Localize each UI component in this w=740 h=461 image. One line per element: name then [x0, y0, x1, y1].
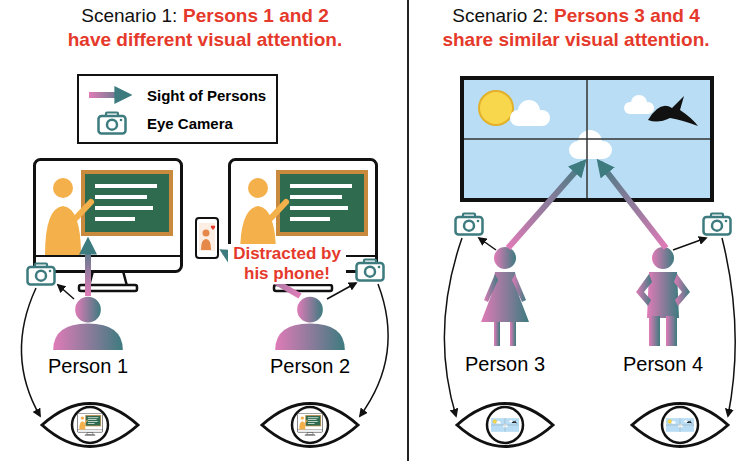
person-label: Person 4	[621, 352, 705, 376]
eye-icon	[297, 413, 322, 435]
person-figure	[494, 247, 516, 269]
eye-icon	[262, 404, 358, 447]
person-figure	[666, 316, 677, 346]
eye-icon	[72, 407, 108, 443]
person-node: Person 4	[621, 352, 705, 376]
phone-icon	[211, 226, 215, 230]
person-figure	[512, 274, 526, 302]
phone-icon	[201, 239, 211, 250]
person-figure	[484, 274, 498, 302]
capture-line	[58, 285, 74, 299]
eye-icon	[632, 404, 728, 447]
legend-label: Eye Camera	[147, 115, 233, 132]
phone-icon	[199, 223, 215, 251]
capture-line	[722, 238, 735, 416]
eye-icon	[292, 407, 328, 443]
eye-camera	[357, 260, 384, 281]
eye-icon	[262, 404, 358, 447]
scenario-label: Scenario 1:	[81, 5, 177, 26]
scenario-title: Scenario 1:Persons 1 and 2 have differen…	[20, 4, 390, 52]
person-figure	[652, 247, 674, 269]
person-figure	[53, 297, 123, 350]
phone-icon	[196, 218, 218, 258]
person-figure	[481, 247, 529, 346]
person-label: Person 2	[268, 354, 352, 378]
video-wall	[462, 78, 712, 200]
eye-icon	[457, 404, 553, 447]
person-figure	[647, 272, 679, 318]
sight-arrow	[508, 163, 583, 248]
video-wall	[462, 78, 712, 200]
person-figure	[494, 322, 500, 346]
monitor	[35, 160, 182, 292]
sight-arrow-swatch	[89, 92, 127, 98]
phone-icon	[203, 230, 210, 237]
person-figure	[636, 274, 652, 306]
person-figure	[674, 274, 690, 306]
camera-swatch	[99, 113, 126, 134]
capture-line	[444, 238, 462, 416]
legend-label: Sight of Persons	[147, 87, 266, 104]
sight-arrow-swatch	[87, 83, 137, 107]
eye-icon	[487, 407, 523, 443]
person-figure	[481, 272, 529, 322]
person-figure	[275, 297, 345, 350]
callout-note: Distracted by his phone!	[228, 244, 346, 284]
video-wall	[462, 78, 712, 200]
capture-line	[360, 284, 388, 416]
person-label: Person 1	[46, 354, 130, 378]
capture-line	[673, 238, 706, 250]
capture-line	[327, 283, 356, 299]
divider-line	[407, 0, 409, 461]
eye-icon	[662, 407, 698, 443]
phone-icon	[196, 218, 218, 258]
person-node: Person 2	[268, 354, 352, 378]
capture-line	[479, 238, 496, 250]
person-figure	[636, 247, 690, 346]
scenario-label: Scenario 2:	[452, 5, 548, 26]
legend-box: Sight of PersonsEye Camera	[77, 74, 278, 144]
eye-icon	[632, 404, 728, 447]
person-figure	[649, 316, 660, 346]
person-figure	[53, 297, 123, 350]
person-node: Person 1	[46, 354, 130, 378]
capture-line	[21, 288, 40, 416]
person-figure	[275, 297, 345, 350]
camera-swatch	[87, 111, 137, 135]
person-label: Person 3	[463, 352, 547, 376]
person-node: Person 3	[463, 352, 547, 376]
eye-camera	[456, 214, 483, 235]
legend-row: Sight of Persons	[87, 81, 266, 109]
person-figure	[510, 322, 516, 346]
scenario-title: Scenario 2:Persons 3 and 4 share similar…	[418, 4, 734, 52]
eye-icon	[42, 404, 138, 447]
sight-arrow	[600, 163, 666, 248]
monitor	[35, 160, 182, 292]
legend-row: Eye Camera	[87, 109, 266, 137]
capture-line	[21, 238, 735, 416]
eye-icon	[42, 404, 138, 447]
eye-icon	[491, 418, 519, 432]
eye-icon	[457, 404, 553, 447]
eye-icon	[77, 413, 102, 435]
eye-camera	[28, 214, 731, 285]
eye-camera	[704, 214, 731, 235]
sight-arrow	[85, 242, 91, 296]
sight-arrow	[88, 163, 666, 296]
eye-camera	[28, 264, 55, 285]
eye-icon	[666, 418, 694, 432]
